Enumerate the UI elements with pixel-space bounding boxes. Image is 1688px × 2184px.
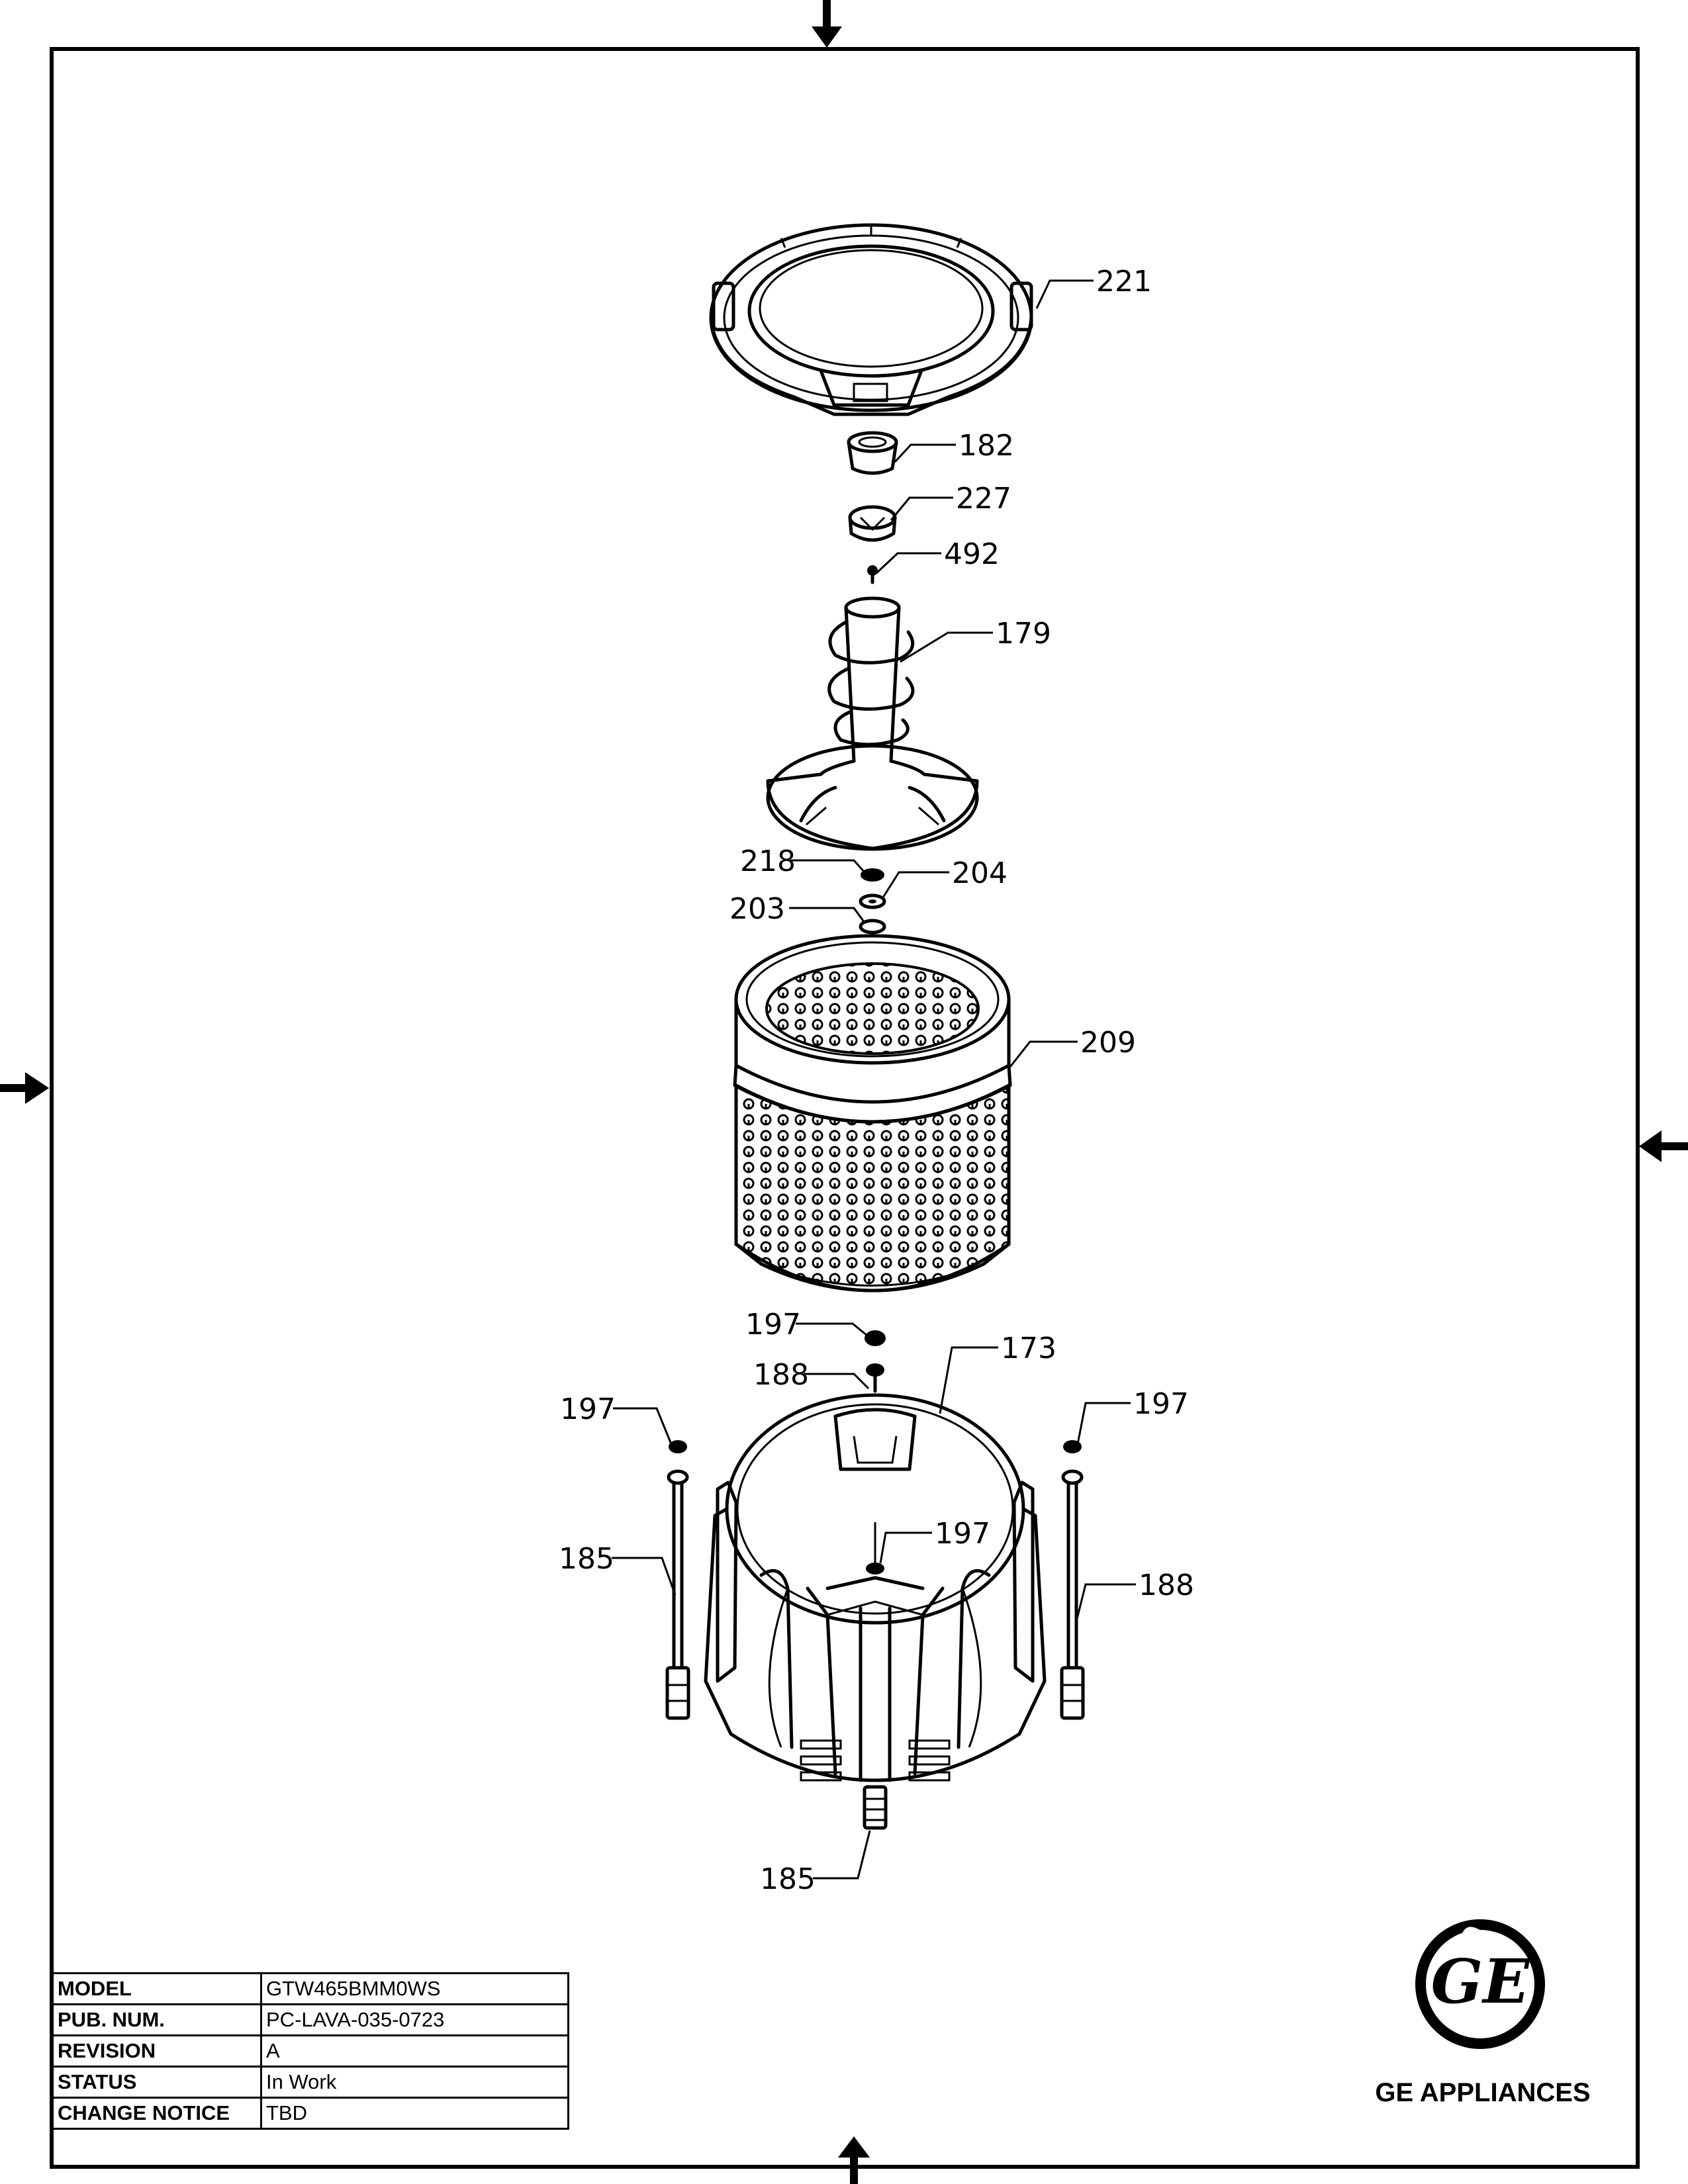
part-204-seal	[859, 893, 886, 909]
title-block-row: PUB. NUM.PC-LAVA-035-0723	[52, 2003, 569, 2036]
callout-188-center: 188	[753, 1358, 809, 1392]
callout-227: 227	[956, 482, 1011, 516]
part-209-wash-basket	[733, 934, 1012, 1293]
registration-arrow-left	[0, 1072, 49, 1104]
callout-203: 203	[729, 892, 785, 926]
ge-logo-text: GE	[1431, 1946, 1531, 2017]
part-173-outer-tub	[704, 1393, 1047, 1782]
callout-492: 492	[944, 537, 1000, 571]
callout-204: 204	[952, 856, 1008, 890]
part-492-screw	[867, 565, 878, 584]
part-218-washer	[861, 868, 884, 882]
sheet-border	[50, 47, 1640, 2169]
title-block-label: REVISION	[52, 2034, 262, 2068]
brand-name: GE APPLIANCES	[1375, 2078, 1591, 2107]
callout-179: 179	[996, 617, 1051, 651]
leader-lines	[612, 279, 1136, 1880]
title-block-label: CHANGE NOTICE	[52, 2097, 262, 2130]
part-188-center-washer	[866, 1363, 884, 1393]
callout-209: 209	[1080, 1026, 1136, 1060]
ge-monogram-logo: GE	[1415, 1919, 1545, 2049]
title-block-value: In Work	[260, 2066, 569, 2099]
title-block-value: GTW465BMM0WS	[260, 1972, 569, 2005]
part-203-washer	[859, 919, 886, 934]
callout-173: 173	[1001, 1332, 1056, 1365]
callout-197-left: 197	[560, 1392, 616, 1426]
callout-197-center: 197	[745, 1308, 801, 1342]
callout-188-right: 188	[1139, 1569, 1194, 1602]
callout-218: 218	[740, 844, 796, 878]
title-block-label: PUB. NUM.	[52, 2003, 262, 2036]
callout-221: 221	[1096, 265, 1152, 298]
callout-182: 182	[959, 429, 1014, 463]
part-182-cap	[847, 431, 898, 475]
title-block-label: MODEL	[52, 1972, 262, 2005]
part-179-auger-impeller	[766, 596, 979, 851]
registration-arrow-right	[1639, 1130, 1688, 1162]
callout-197-tub: 197	[935, 1517, 990, 1551]
part-188-right-suspension-rod	[1060, 1440, 1085, 1720]
part-227-cam	[848, 505, 897, 542]
title-block-value: PC-LAVA-035-0723	[260, 2003, 569, 2036]
part-185-bottom-plug	[863, 1785, 888, 1830]
part-197-center-nut	[865, 1330, 886, 1346]
part-185-left-suspension-rod	[665, 1440, 690, 1720]
title-block-value: A	[260, 2034, 569, 2068]
callout-185-bottom: 185	[760, 1862, 816, 1896]
registration-arrow-top	[812, 0, 842, 48]
callout-185-left: 185	[559, 1542, 614, 1576]
callout-197-right: 197	[1133, 1387, 1189, 1421]
title-block-value: TBD	[260, 2097, 569, 2130]
title-block-label: STATUS	[52, 2066, 262, 2099]
registration-arrow-bottom	[838, 2136, 870, 2184]
part-221-balance-ring	[709, 223, 1033, 416]
